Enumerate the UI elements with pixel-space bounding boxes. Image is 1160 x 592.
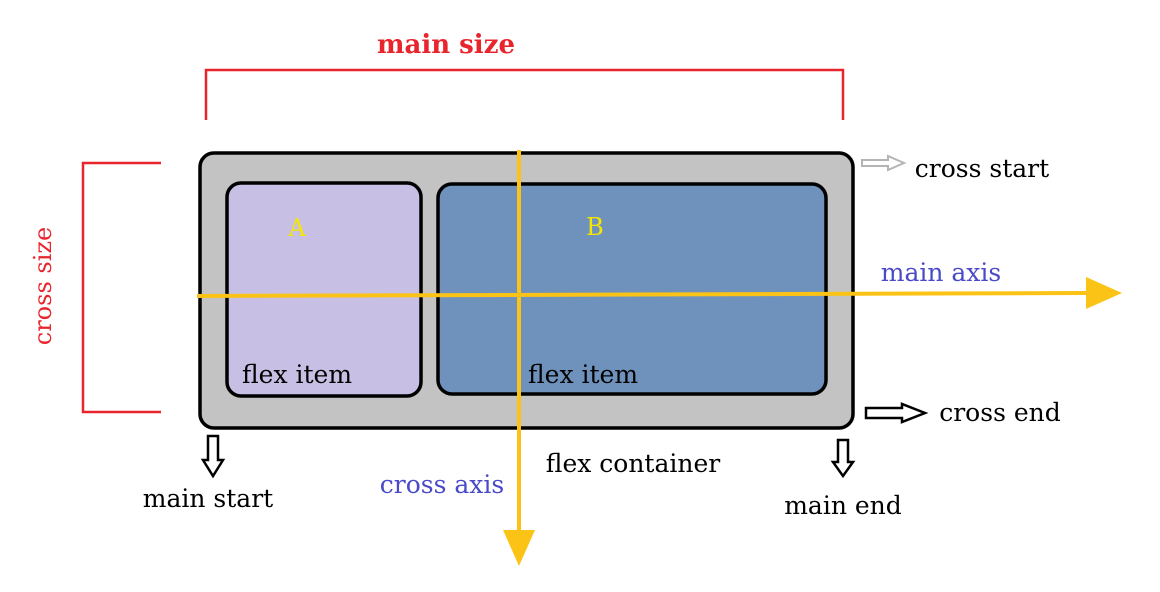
flex-container-label: flex container bbox=[546, 449, 721, 478]
main-axis-label: main axis bbox=[881, 258, 1001, 287]
main-end-label: main end bbox=[784, 491, 902, 520]
main-start-label: main start bbox=[143, 484, 273, 513]
main-size-bracket bbox=[204, 68, 845, 120]
cross-axis-label: cross axis bbox=[380, 470, 504, 499]
main-size-label: main size bbox=[377, 30, 515, 60]
cross-end-label: cross end bbox=[939, 398, 1061, 427]
flex-item-a-box bbox=[225, 181, 423, 398]
main-start-arrow-icon bbox=[200, 434, 226, 479]
cross-size-bracket bbox=[81, 161, 161, 414]
cross-size-label: cross size bbox=[29, 227, 57, 345]
cross-start-arrow-icon bbox=[861, 154, 907, 172]
cross-start-label: cross start bbox=[915, 154, 1049, 183]
main-axis-arrow bbox=[196, 277, 1122, 309]
cross-axis-arrow bbox=[503, 150, 535, 566]
item-b-caption: flex item bbox=[528, 360, 638, 389]
item-a-caption: flex item bbox=[242, 360, 352, 389]
cross-end-arrow-icon bbox=[864, 402, 929, 424]
main-end-arrow-icon bbox=[830, 438, 856, 479]
item-b-letter: B bbox=[586, 213, 604, 241]
flex-item-b-box bbox=[436, 182, 828, 396]
item-a-letter: A bbox=[287, 214, 306, 242]
